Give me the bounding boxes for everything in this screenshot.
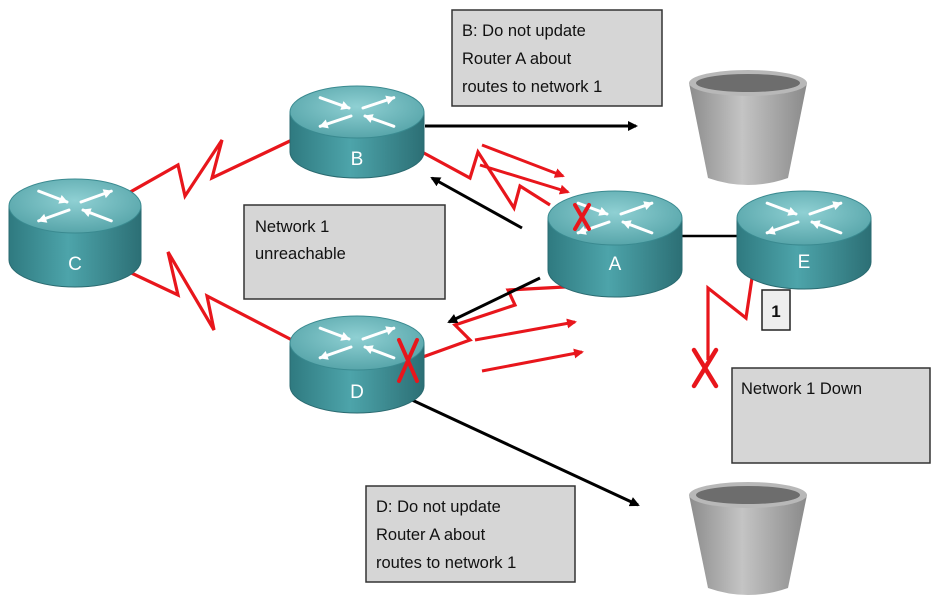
router-e: E [736,190,872,290]
router-b-label: B [351,149,364,170]
red-update-arrow-to-a-bottom [474,318,577,342]
network-1-marker-label: 1 [771,302,780,321]
serial-link-e-network1 [706,277,754,360]
black-arrow-a-to-b [430,176,523,230]
callout-b-line-2: Router A about [462,50,572,68]
routers-layer: B C A E D [8,85,872,414]
red-update-arrow-to-a-top [481,143,565,178]
trash-bin-bottom [689,482,807,595]
router-e-label: E [798,252,811,273]
router-arrows-icon [318,95,396,129]
router-arrows-icon [765,201,843,235]
router-d-label: D [350,382,364,403]
callout-b-line-3: routes to network 1 [462,78,602,96]
serial-link-b-a [421,148,551,212]
callout-d-line-2: Router A about [376,526,486,544]
callout-unreachable-line-1: Network 1 [255,218,329,236]
callout-d-line-1: D: Do not update [376,498,501,516]
callout-network-down-note: Network 1 Down [731,367,931,464]
callout-unreachable-note: Network 1 unreachable [243,204,446,300]
black-arrow-a-to-d [447,276,541,324]
router-a: A [547,190,683,298]
callout-b-line-1: B: Do not update [462,22,586,40]
red-update-arrow-to-a-top-2 [479,163,570,195]
black-arrow-d-to-trash [411,398,640,507]
router-arrows-icon [37,189,113,223]
router-arrows-icon [576,201,654,235]
callout-unreachable-line-2: unreachable [255,245,346,263]
network-1-marker: 1 [761,289,791,331]
serial-link-c-d [124,251,293,342]
trash-bin-top [689,70,807,185]
failure-mark-router-d [397,338,419,383]
failure-mark-network-1 [691,347,719,389]
callout-d-note: D: Do not update Router A about routes t… [365,485,576,583]
callout-d-line-3: routes to network 1 [376,554,516,572]
failure-mark-router-a [573,203,591,231]
callout-b-note: B: Do not update Router A about routes t… [451,9,663,107]
callout-network-down-line-1: Network 1 Down [741,380,862,398]
router-c: C [8,178,142,288]
router-c-label: C [68,254,82,275]
serial-link-d-a [419,283,603,360]
router-d: D [289,315,425,414]
router-a-label: A [609,254,622,275]
serial-link-c-b [124,138,293,201]
router-b: B [289,85,425,179]
red-update-arrow-to-a-bottom-2 [481,348,584,373]
router-arrows-icon [318,326,396,360]
